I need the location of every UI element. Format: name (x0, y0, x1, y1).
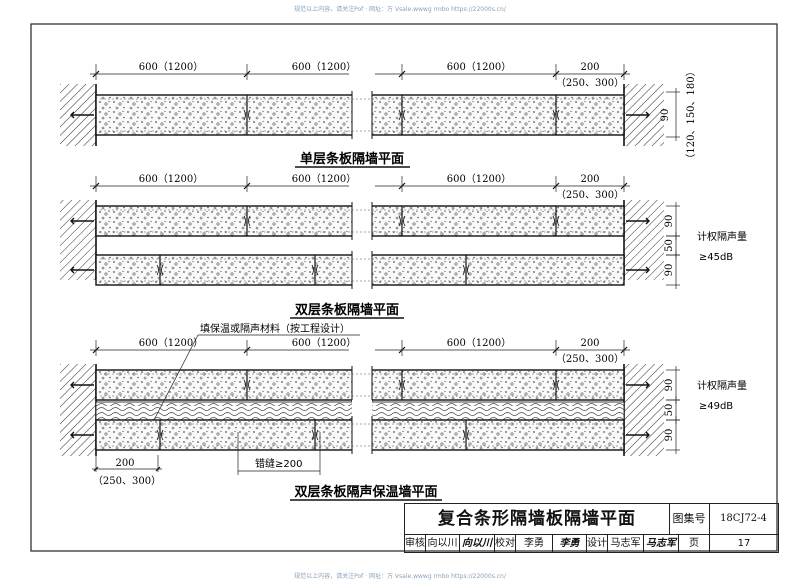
watermark-bottom: 规范以上内容，请关注Pof · 网址：万 Vsale.wwwg rmbo htt… (294, 573, 506, 580)
check-name: 李勇 (516, 535, 553, 552)
gap-dim: 50 (664, 239, 675, 252)
watermark-top: 规范以上内容，请关注Pof · 网址：万 Vsale.wwwg rmbo htt… (294, 6, 506, 13)
plan-title-insulated: 双层条板隔声保温墙平面 (294, 484, 437, 500)
review-label: 审核 (405, 535, 426, 552)
panel-row-insulated-a (95, 366, 625, 404)
panel-row-double-a (95, 202, 625, 240)
thick-dim: 90 (664, 215, 675, 228)
signature-row: 审核 向以川 向以川 校对 李勇 李勇 设计 马志军 马志军 页 17 (405, 535, 778, 552)
dim-panel-3: 600（1200） (447, 61, 512, 73)
anchor-bolt (626, 431, 650, 439)
dim-panel-2: 600（1200） (292, 337, 357, 349)
gap-dim: 50 (664, 404, 675, 417)
dim-end: 200 (580, 62, 599, 73)
dim-end-alt: （250、300） (556, 77, 624, 89)
page-label: 页 (679, 535, 710, 552)
dim-end: 200 (580, 174, 599, 185)
thick-dim: 90 (664, 379, 675, 392)
check-label: 校对 (495, 535, 516, 552)
dim-end-alt: （250、300） (556, 189, 624, 201)
dim-panel-3: 600（1200） (447, 337, 512, 349)
anchor-bolt (626, 266, 650, 274)
anchor-bolt (626, 111, 650, 119)
dim-panel-1: 600（1200） (139, 173, 204, 185)
panel-row-double-b (95, 251, 625, 289)
review-name: 向以川 (426, 535, 460, 552)
title-block: 复合条形隔墙板隔墙平面 图集号 18CJ72-4 审核 向以川 向以川 校对 李… (404, 503, 779, 553)
dim-end: 200 (580, 338, 599, 349)
panel-row-insulated-b (95, 416, 625, 454)
design-signature: 马志军 (644, 535, 679, 552)
anchor-bolt (626, 217, 650, 225)
sound-note-value-1: ≥45dB (699, 252, 733, 263)
thick-dim: 90 (664, 264, 675, 277)
atlas-number: 18CJ72-4 (709, 504, 778, 535)
anchor-bolt (626, 381, 650, 389)
dim-panel-2: 600（1200） (292, 173, 357, 185)
infill-annotation: 填保温或隔声材料（按工程设计） (200, 322, 350, 335)
design-label: 设计 (587, 535, 608, 552)
thick-dim: 90 (664, 429, 675, 442)
anchor-bolt (70, 217, 94, 225)
bottom-end-dim-alt: （250、300） (93, 475, 161, 487)
plan-title-single: 单层条板隔墙平面 (300, 151, 404, 167)
dim-panel-2: 600（1200） (292, 61, 357, 73)
sound-note-label-2: 计权隔声量 (697, 379, 747, 392)
panel-row-single (95, 91, 625, 139)
dim-end-alt: （250、300） (556, 353, 624, 365)
bottom-end-dim: 200 (115, 458, 134, 469)
stagger-annotation: 错缝≥200 (255, 457, 302, 470)
sound-note-value-2: ≥49dB (699, 401, 733, 412)
dim-panel-3: 600（1200） (447, 173, 512, 185)
anchor-bolt (70, 111, 94, 119)
design-name: 马志军 (608, 535, 644, 552)
wall-double-left (60, 200, 96, 280)
sound-note-label-1: 计权隔声量 (697, 230, 747, 243)
drawing-title: 复合条形隔墙板隔墙平面 (405, 504, 670, 535)
thick-dim-top: 90 (660, 109, 671, 122)
check-signature: 李勇 (553, 535, 587, 552)
wall-insulated-right (624, 364, 664, 456)
review-signature: 向以川 (460, 535, 495, 552)
page-number: 17 (737, 538, 751, 549)
thick-dim-alt: （120、150、180） (685, 66, 697, 163)
wall-insulated-left (60, 364, 96, 456)
dim-panel-1: 600（1200） (139, 61, 204, 73)
atlas-label: 图集号 (669, 504, 710, 535)
anchor-bolt (70, 381, 94, 389)
plan-title-double: 双层条板隔墙平面 (295, 302, 399, 318)
dim-panel-1: 600（1200） (139, 337, 204, 349)
anchor-bolt (70, 266, 94, 274)
wall-double-right (624, 200, 664, 280)
anchor-bolt (70, 431, 94, 439)
